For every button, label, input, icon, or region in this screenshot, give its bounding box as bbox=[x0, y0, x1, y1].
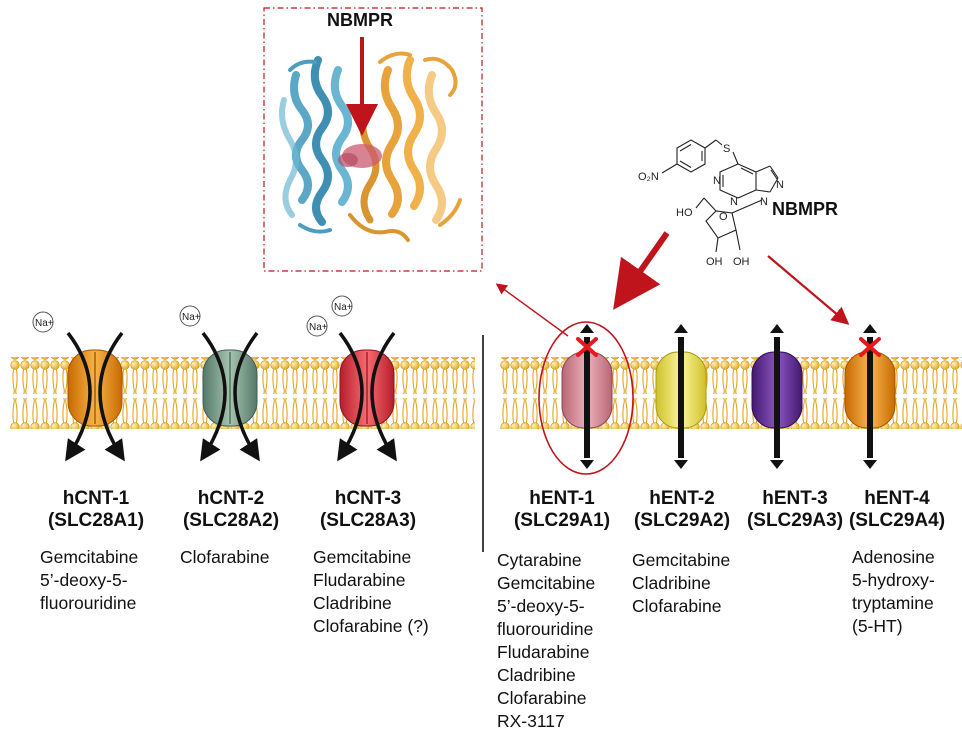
atom-oh-right: OH bbox=[733, 256, 750, 268]
substrates-hent-1: Cytarabine Gemcitabine 5’-deoxy-5- fluor… bbox=[497, 549, 595, 733]
atom-s: S bbox=[723, 143, 730, 155]
gene-hcnt-1: (SLC28A1) bbox=[47, 510, 145, 531]
atom-n3: N bbox=[730, 196, 738, 208]
transporter-hcnt-1 bbox=[65, 331, 125, 462]
transporter-hent-2 bbox=[655, 324, 707, 469]
substrate-item: tryptamine bbox=[852, 593, 934, 613]
label-hent-1: hENT-1 (SLC29A1) bbox=[496, 488, 628, 532]
label-hent-4: hENT-4 (SLC29A4) bbox=[834, 488, 960, 532]
substrate-item: Adenosine bbox=[852, 547, 935, 567]
substrate-item: (5-HT) bbox=[852, 616, 903, 636]
gene-hcnt-2: (SLC28A2) bbox=[182, 510, 280, 531]
na-ion-1: Na+ bbox=[35, 318, 54, 329]
atom-no2: O₂N bbox=[638, 171, 659, 183]
substrates-hent-4: Adenosine 5-hydroxy- tryptamine (5-HT) bbox=[852, 546, 935, 638]
substrate-item: Clofarabine bbox=[180, 547, 270, 567]
name-hcnt-2: hCNT-2 bbox=[197, 488, 265, 509]
transporter-hent-3 bbox=[751, 324, 803, 469]
label-hent-3: hENT-3 (SLC29A3) bbox=[731, 488, 859, 532]
substrates-hcnt-3: Gemcitabine Fludarabine Cladribine Clofa… bbox=[313, 546, 429, 638]
substrate-item: Cladribine bbox=[313, 593, 392, 613]
atom-n9: N bbox=[760, 196, 768, 208]
sodium-ions: Na+ Na+ Na+ Na+ bbox=[32, 295, 353, 337]
structure-box bbox=[263, 7, 483, 272]
name-hent-4: hENT-4 bbox=[864, 488, 930, 509]
na-ion-3: Na+ bbox=[334, 302, 353, 313]
substrate-item: Gemcitabine bbox=[313, 547, 412, 567]
substrate-item: Fludarabine bbox=[497, 642, 590, 662]
substrate-item: Gemcitabine bbox=[632, 550, 731, 570]
structure-title: NBMPR bbox=[327, 10, 393, 30]
name-hcnt-1: hCNT-1 bbox=[62, 488, 130, 509]
substrate-item: 5’-deoxy-5- bbox=[40, 570, 128, 590]
transporter-hent-4 bbox=[844, 324, 896, 469]
substrate-item: Cladribine bbox=[632, 573, 711, 593]
substrate-item: Clofarabine bbox=[632, 596, 722, 616]
name-hcnt-3: hCNT-3 bbox=[334, 488, 402, 509]
name-hent-2: hENT-2 bbox=[649, 488, 715, 509]
gene-hcnt-3: (SLC28A3) bbox=[319, 510, 417, 531]
atom-n1: N bbox=[713, 175, 721, 187]
link-arrow bbox=[495, 283, 569, 337]
inhibit-arrow-hent4 bbox=[767, 255, 850, 325]
atom-oh-left: OH bbox=[706, 256, 723, 268]
inhibit-arrow-hent1 bbox=[613, 231, 670, 310]
substrate-item: Cytarabine bbox=[497, 550, 582, 570]
label-hent-2: hENT-2 (SLC29A2) bbox=[616, 488, 748, 532]
atom-n7: N bbox=[776, 179, 784, 191]
substrates-hcnt-2: Clofarabine bbox=[180, 546, 270, 569]
label-hcnt-1: hCNT-1 (SLC28A1) bbox=[30, 488, 162, 532]
name-hent-3: hENT-3 bbox=[762, 488, 828, 509]
transporter-hcnt-3 bbox=[337, 331, 397, 462]
substrates-hent-2: Gemcitabine Cladribine Clofarabine bbox=[632, 549, 730, 618]
substrate-item: fluorouridine bbox=[497, 619, 594, 639]
substrate-item: 5-hydroxy- bbox=[852, 570, 935, 590]
label-hcnt-2: hCNT-2 (SLC28A2) bbox=[165, 488, 297, 532]
label-hcnt-3: hCNT-3 (SLC28A3) bbox=[302, 488, 434, 532]
nbmpr-atoms: S O₂N N N N N HO O OH OH bbox=[638, 143, 784, 268]
molecule-title: NBMPR bbox=[772, 199, 838, 219]
gene-hent-3: (SLC29A3) bbox=[746, 510, 844, 531]
protein-structure bbox=[279, 51, 462, 242]
na-ion-4: Na+ bbox=[309, 322, 328, 333]
transporter-hent-1 bbox=[538, 321, 634, 475]
gene-hent-1: (SLC29A1) bbox=[513, 510, 611, 531]
transporter-hcnt-2 bbox=[200, 331, 260, 462]
nbmpr-molecule bbox=[661, 139, 779, 253]
substrate-item: Gemcitabine bbox=[497, 573, 596, 593]
substrate-item: Clofarabine (?) bbox=[313, 616, 429, 636]
gene-hent-4: (SLC29A4) bbox=[848, 510, 946, 531]
substrate-item: fluorouridine bbox=[40, 593, 137, 613]
substrate-item: 5’-deoxy-5- bbox=[497, 596, 585, 616]
name-hent-1: hENT-1 bbox=[529, 488, 595, 509]
gene-hent-2: (SLC29A2) bbox=[633, 510, 731, 531]
substrate-item: Fludarabine bbox=[313, 570, 406, 590]
substrate-item: Clofarabine bbox=[497, 688, 587, 708]
substrate-item: Cladribine bbox=[497, 665, 576, 685]
substrates-hcnt-1: Gemcitabine 5’-deoxy-5- fluorouridine bbox=[40, 546, 138, 615]
na-ion-2: Na+ bbox=[182, 312, 201, 323]
substrate-item: RX-3117 bbox=[497, 711, 565, 731]
substrate-item: Gemcitabine bbox=[40, 547, 139, 567]
atom-ho: HO bbox=[676, 207, 693, 219]
atom-o: O bbox=[719, 211, 728, 223]
